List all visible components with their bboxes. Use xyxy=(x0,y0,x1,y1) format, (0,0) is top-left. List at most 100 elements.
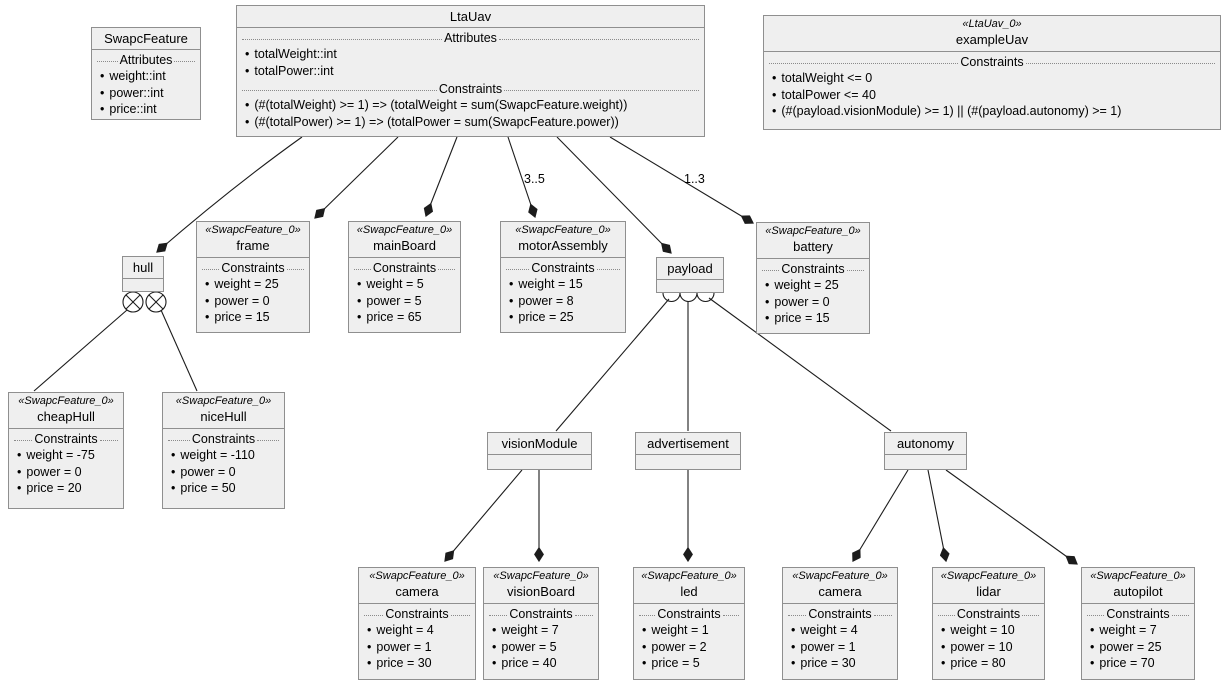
list-item: power = 5 xyxy=(354,293,455,310)
node-title: mainBoard xyxy=(373,238,436,253)
node-led[interactable]: «SwapcFeature_0» led Constraints weight … xyxy=(633,567,745,680)
list-item: power = 2 xyxy=(639,639,739,656)
edge-ltauav-mainboard xyxy=(423,136,458,218)
node-exampleuav[interactable]: «LtaUav_0» exampleUav Constraints totalW… xyxy=(763,15,1221,130)
node-header: «SwapcFeature_0» motorAssembly xyxy=(501,222,625,258)
node-cheaphull[interactable]: «SwapcFeature_0» cheapHull Constraints w… xyxy=(8,392,124,509)
node-header: «SwapcFeature_0» frame xyxy=(197,222,309,258)
node-lidar[interactable]: «SwapcFeature_0» lidar Constraints weigh… xyxy=(932,567,1045,680)
constraint-list: weight = 4power = 1price = 30 xyxy=(364,622,470,672)
list-item: power = 0 xyxy=(168,464,279,481)
node-header: «SwapcFeature_0» camera xyxy=(783,568,897,604)
constraints-section: Constraints weight = -75power = 0price =… xyxy=(9,429,123,497)
constraints-section: Constraints weight = -110power = 0price … xyxy=(163,429,284,497)
xor-group-icon xyxy=(122,291,167,313)
constraints-section: Constraints weight = 7power = 5price = 4… xyxy=(484,604,598,672)
node-header: «SwapcFeature_0» battery xyxy=(757,223,869,259)
node-header: «SwapcFeature_0» visionBoard xyxy=(484,568,598,604)
node-swapcfeature[interactable]: SwapcFeature Attributes weight::intpower… xyxy=(91,27,201,120)
node-visionmodule[interactable]: visionModule xyxy=(487,432,592,470)
list-item: weight = 4 xyxy=(788,622,892,639)
multiplicity-label: 1..3 xyxy=(684,172,705,186)
constraint-list: weight = 7power = 25price = 70 xyxy=(1087,622,1189,672)
node-autonomy[interactable]: autonomy xyxy=(884,432,967,470)
node-advertisement[interactable]: advertisement xyxy=(635,432,741,470)
constraints-section: Constraints weight = 15power = 8price = … xyxy=(501,258,625,326)
node-title: SwapcFeature xyxy=(92,28,200,50)
edge-hull-cheaphull xyxy=(33,309,128,392)
node-camera-vision[interactable]: «SwapcFeature_0» camera Constraints weig… xyxy=(358,567,476,680)
node-header: «SwapcFeature_0» mainBoard xyxy=(349,222,460,258)
list-item: power = 0 xyxy=(762,294,864,311)
list-item: (#(totalWeight) >= 1) => (totalWeight = … xyxy=(242,97,699,114)
list-item: weight = 5 xyxy=(354,276,455,293)
node-header: «SwapcFeature_0» cheapHull xyxy=(9,393,123,429)
node-title: frame xyxy=(236,238,270,253)
list-item: totalPower::int xyxy=(242,63,699,80)
section-header: Constraints xyxy=(242,81,700,97)
constraint-list: weight = -110power = 0price = 50 xyxy=(168,447,279,497)
node-title: LtaUav xyxy=(237,6,704,28)
node-title: camera xyxy=(818,584,862,599)
list-item: weight = 25 xyxy=(202,276,304,293)
stereotype: «LtaUav_0» xyxy=(962,18,1022,30)
section-header: Constraints xyxy=(1087,606,1190,622)
list-item: power = 8 xyxy=(506,293,620,310)
node-autopilot[interactable]: «SwapcFeature_0» autopilot Constraints w… xyxy=(1081,567,1195,680)
node-title: led xyxy=(680,584,698,599)
constraint-list: weight = 25power = 0price = 15 xyxy=(762,277,864,327)
node-header: «SwapcFeature_0» autopilot xyxy=(1082,568,1194,604)
section-header: Constraints xyxy=(354,260,456,276)
stereotype: «SwapcFeature_0» xyxy=(369,570,465,582)
list-item: weight = 7 xyxy=(489,622,593,639)
node-title: lidar xyxy=(976,584,1001,599)
node-motorassembly[interactable]: «SwapcFeature_0» motorAssembly Constrain… xyxy=(500,221,626,333)
node-camera-autonomy[interactable]: «SwapcFeature_0» camera Constraints weig… xyxy=(782,567,898,680)
constraints-section: Constraints weight = 1power = 2price = 5 xyxy=(634,604,744,672)
attribute-list: totalWeight::inttotalPower::int xyxy=(242,46,699,79)
node-header: «SwapcFeature_0» camera xyxy=(359,568,475,604)
node-frame[interactable]: «SwapcFeature_0» frame Constraints weigh… xyxy=(196,221,310,333)
node-mainboard[interactable]: «SwapcFeature_0» mainBoard Constraints w… xyxy=(348,221,461,333)
edge-autonomy-lidar xyxy=(927,469,950,563)
section-header: Constraints xyxy=(364,606,471,622)
section-header: Attributes xyxy=(97,52,195,68)
list-item: power = 5 xyxy=(489,639,593,656)
constraints-section: Constraints weight = 5power = 5price = 6… xyxy=(349,258,460,326)
node-title: camera xyxy=(395,584,439,599)
node-battery[interactable]: «SwapcFeature_0» battery Constraints wei… xyxy=(756,222,870,334)
node-empty-section xyxy=(657,280,723,294)
section-header: Constraints xyxy=(489,606,594,622)
node-visionboard[interactable]: «SwapcFeature_0» visionBoard Constraints… xyxy=(483,567,599,680)
list-item: price::int xyxy=(97,101,195,118)
node-ltauav[interactable]: LtaUav Attributes totalWeight::inttotalP… xyxy=(236,5,705,137)
section-header: Constraints xyxy=(769,54,1216,70)
stereotype: «SwapcFeature_0» xyxy=(356,224,453,236)
edge-autonomy-camera xyxy=(852,469,909,562)
list-item: price = 65 xyxy=(354,309,455,326)
constraints-section: Constraints weight = 4power = 1price = 3… xyxy=(783,604,897,672)
node-title: visionBoard xyxy=(507,584,575,599)
list-item: weight = 25 xyxy=(762,277,864,294)
stereotype: «SwapcFeature_0» xyxy=(1090,570,1186,582)
node-title: battery xyxy=(793,239,833,254)
node-nicehull[interactable]: «SwapcFeature_0» niceHull Constraints we… xyxy=(162,392,285,509)
node-title: autonomy xyxy=(885,433,966,455)
list-item: power = 0 xyxy=(202,293,304,310)
node-empty-section xyxy=(488,455,591,469)
stereotype: «SwapcFeature_0» xyxy=(641,570,737,582)
constraints-section: Constraints weight = 7power = 25price = … xyxy=(1082,604,1194,672)
constraint-list: totalWeight <= 0totalPower <= 40(#(paylo… xyxy=(769,70,1215,120)
node-hull[interactable]: hull xyxy=(122,256,164,292)
list-item: totalPower <= 40 xyxy=(769,87,1215,104)
list-item: power = 25 xyxy=(1087,639,1189,656)
list-item: price = 70 xyxy=(1087,655,1189,672)
list-item: weight::int xyxy=(97,68,195,85)
or-group-icon xyxy=(662,292,715,302)
section-header: Attributes xyxy=(242,30,699,46)
constraint-list: weight = -75power = 0price = 20 xyxy=(14,447,118,497)
node-title: cheapHull xyxy=(37,409,95,424)
node-payload[interactable]: payload xyxy=(656,257,724,293)
node-title: autopilot xyxy=(1113,584,1163,599)
stereotype: «SwapcFeature_0» xyxy=(493,570,589,582)
